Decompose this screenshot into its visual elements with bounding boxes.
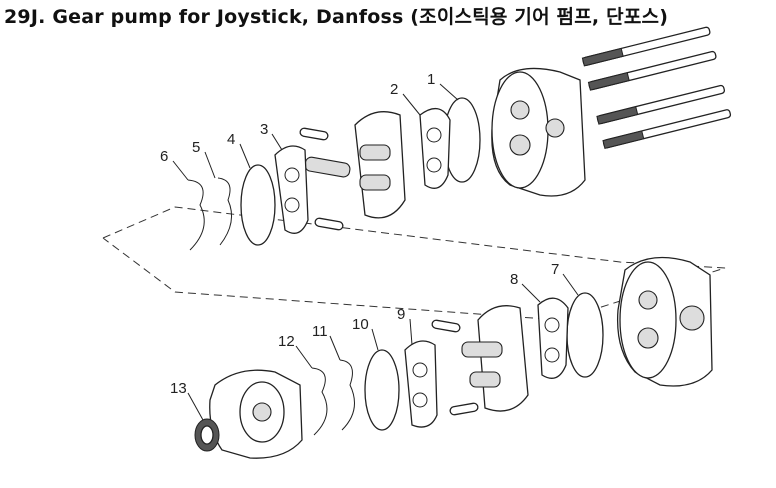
callout-3: 3 <box>260 121 268 138</box>
part-5-backup-ring <box>217 177 233 246</box>
diagram-title: 29J. Gear pump for Joystick, Danfoss (조이… <box>4 6 669 28</box>
callout-8: 8 <box>510 271 518 288</box>
part-9-wear-plate <box>404 340 438 428</box>
callout-9: 9 <box>397 306 405 323</box>
alignment-dashed-line <box>102 206 726 321</box>
leader-lines <box>172 83 579 421</box>
part-13-shaft-seal <box>194 418 220 452</box>
part-11-backup-ring <box>339 359 355 431</box>
callout-2: 2 <box>390 81 398 98</box>
part-7-o-ring <box>566 292 604 378</box>
callout-6: 6 <box>160 148 168 165</box>
part-3-wear-plate <box>274 145 309 234</box>
callout-10: 10 <box>352 316 369 333</box>
part-6-backup-ring <box>187 179 205 251</box>
callout-5: 5 <box>192 139 200 156</box>
pump-housing-top <box>491 67 586 197</box>
gear-housing-bottom <box>461 305 529 412</box>
callout-13: 13 <box>170 380 187 397</box>
part-4-seal <box>240 164 276 246</box>
callout-7: 7 <box>551 261 559 278</box>
callout-1: 1 <box>427 71 435 88</box>
part-2-plate <box>419 108 451 189</box>
callout-11: 11 <box>312 323 328 340</box>
pump-housing-bottom <box>616 256 713 387</box>
callout-12: 12 <box>278 333 295 350</box>
gear-housing-top <box>354 111 406 219</box>
dowel-pins-bottom <box>431 319 479 416</box>
part-10-seal <box>364 349 400 431</box>
part-12-backup-ring <box>311 367 328 436</box>
part-8-plate <box>537 297 569 379</box>
front-cover <box>209 369 303 459</box>
callout-4: 4 <box>227 131 235 148</box>
bolts-top <box>581 26 732 149</box>
